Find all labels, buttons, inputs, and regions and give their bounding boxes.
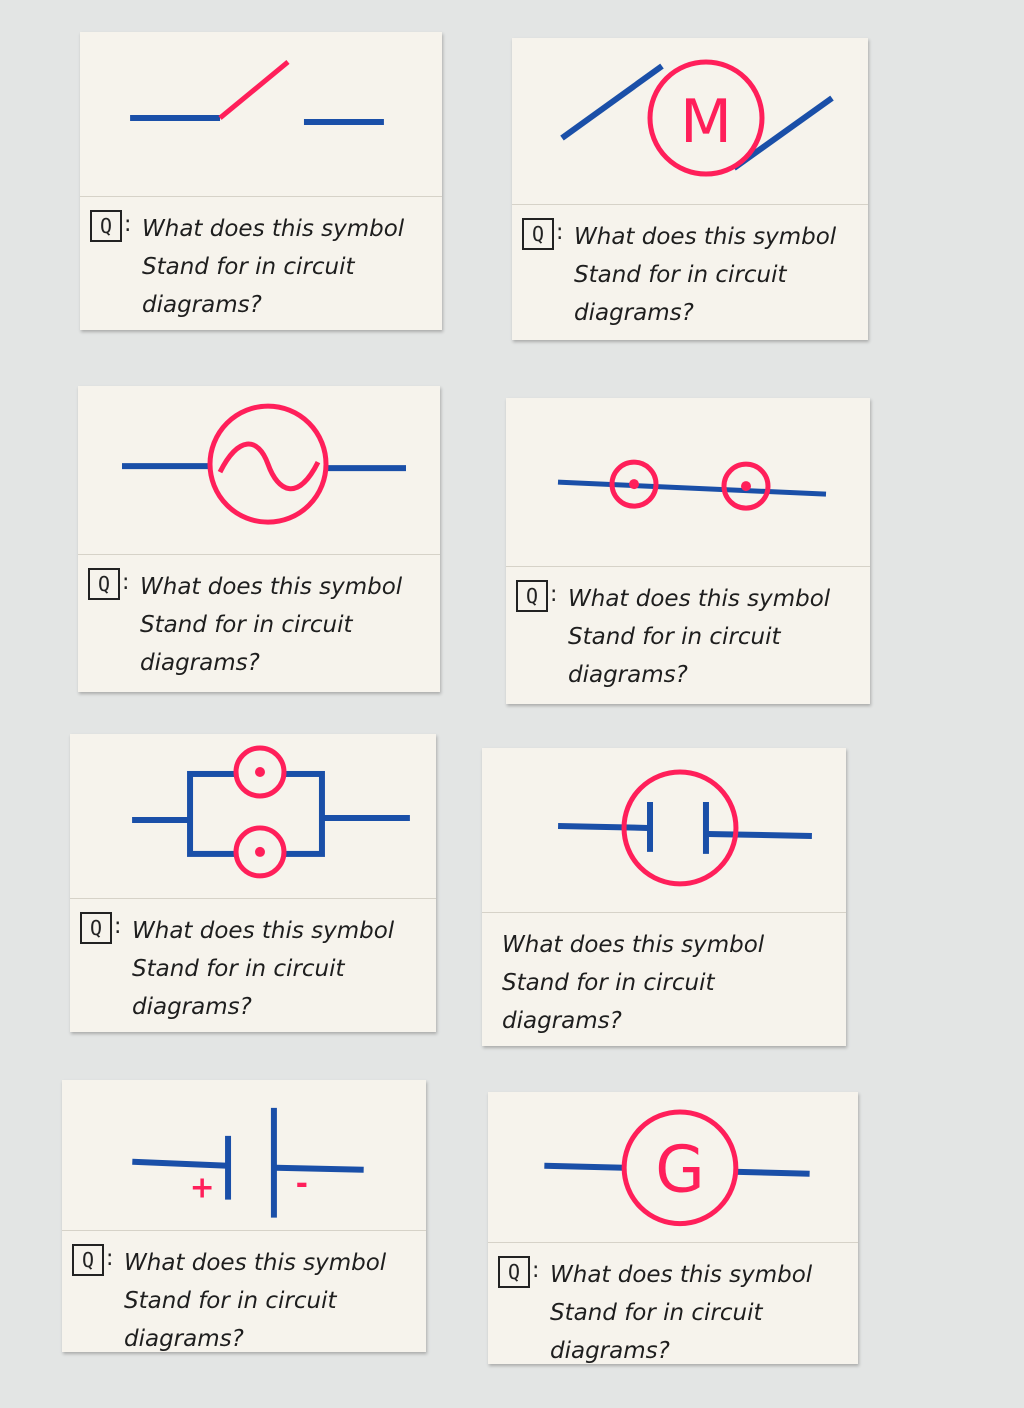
question-area: Q: What does this symbol Stand for in ci… bbox=[80, 196, 442, 330]
cell-symbol: + - bbox=[62, 1080, 426, 1231]
question-line: Stand for in circuit bbox=[568, 624, 781, 651]
question-line: What does this symbol bbox=[568, 586, 831, 613]
question-line: diagrams? bbox=[550, 1337, 670, 1364]
lamp-dot-top bbox=[254, 766, 265, 777]
lamp-dot-2 bbox=[741, 481, 751, 492]
flashcard-generator: G Q: What does this symbol Stand for in … bbox=[488, 1092, 858, 1364]
capacitor-circle bbox=[621, 769, 739, 887]
question-line: What does this symbol bbox=[550, 1261, 813, 1288]
cell-plus-sign: + bbox=[190, 1171, 215, 1206]
question-line: diagrams? bbox=[568, 662, 688, 689]
q-box: Q bbox=[522, 218, 554, 251]
question-line: What does this symbol bbox=[132, 917, 395, 944]
flashcard-lamps-parallel: Q: What does this symbol Stand for in ci… bbox=[70, 734, 436, 1032]
question-line: What does this symbol bbox=[502, 931, 765, 958]
flashcard-cell: + - Q: What does this symbol Stand for i… bbox=[62, 1080, 426, 1352]
cell-minus-sign: - bbox=[296, 1167, 308, 1202]
question-line: diagrams? bbox=[142, 291, 262, 318]
q-box: Q bbox=[90, 209, 122, 242]
generator-wire-right bbox=[733, 1168, 810, 1177]
question-area: Q: What does this symbol Stand for in ci… bbox=[488, 1242, 858, 1364]
question-line: Stand for in circuit bbox=[550, 1299, 763, 1326]
switch-symbol bbox=[80, 32, 442, 197]
motor-wire-right bbox=[732, 95, 834, 171]
lamp-dot-1 bbox=[629, 479, 639, 490]
motor-wire-left bbox=[560, 63, 664, 141]
ac-circle bbox=[207, 403, 329, 525]
question-area: Q: What does this symbol Stand for in ci… bbox=[70, 898, 436, 1032]
question-area: Q: What does this symbol Stand for in ci… bbox=[506, 566, 870, 704]
question-line: diagrams? bbox=[574, 300, 694, 327]
question-line: Stand for in circuit bbox=[502, 969, 715, 996]
question-line: What does this symbol bbox=[140, 574, 403, 601]
question-line: Stand for in circuit bbox=[142, 253, 355, 280]
cell-wire-right bbox=[275, 1164, 364, 1173]
ac-sine-wave bbox=[217, 441, 321, 492]
capacitor-wire-left bbox=[558, 822, 649, 831]
generator-letter: G bbox=[655, 1134, 704, 1208]
question-line: Stand for in circuit bbox=[132, 955, 345, 982]
question-line: What does this symbol bbox=[574, 224, 837, 251]
flashcard-ac-supply: Q: What does this symbol Stand for in ci… bbox=[78, 386, 440, 692]
question-line: What does this symbol bbox=[124, 1249, 387, 1276]
question-line: diagrams? bbox=[124, 1325, 244, 1352]
switch-lever bbox=[218, 60, 290, 120]
question-line: Stand for in circuit bbox=[140, 612, 353, 639]
lamp-circle-2 bbox=[721, 461, 771, 511]
question-area: Q: What does this symbol Stand for in ci… bbox=[62, 1230, 426, 1352]
generator-wire-left bbox=[544, 1162, 625, 1171]
question-line: Stand for in circuit bbox=[574, 262, 787, 289]
capacitor-symbol bbox=[482, 748, 846, 913]
motor-letter: M bbox=[680, 87, 732, 157]
flashcard-motor: M Q: What does this symbol Stand for in … bbox=[512, 38, 868, 340]
question-area: What does this symbol Stand for in circu… bbox=[482, 912, 846, 1046]
question-line: diagrams? bbox=[140, 650, 260, 677]
motor-symbol: M bbox=[512, 38, 868, 206]
question-area: Q: What does this symbol Stand for in ci… bbox=[78, 554, 440, 692]
lamp-dot-bottom bbox=[254, 846, 265, 857]
ac-supply-symbol bbox=[78, 386, 440, 556]
q-box: Q bbox=[516, 580, 548, 613]
question-line: diagrams? bbox=[132, 993, 252, 1020]
q-box: Q bbox=[88, 568, 120, 601]
question-line: diagrams? bbox=[502, 1007, 622, 1034]
cell-wire-left bbox=[132, 1158, 229, 1169]
lamps-parallel-symbol bbox=[70, 734, 436, 899]
capacitor-wire-right bbox=[707, 830, 812, 839]
motor-circle bbox=[647, 59, 765, 177]
lamp-circle-1 bbox=[609, 459, 659, 509]
q-box: Q bbox=[72, 1243, 104, 1276]
generator-circle bbox=[621, 1109, 739, 1227]
q-box: Q bbox=[498, 1255, 530, 1288]
lamps-series-symbol bbox=[506, 398, 870, 568]
question-line: Stand for in circuit bbox=[124, 1287, 337, 1314]
question-line: What does this symbol bbox=[142, 215, 405, 242]
series-wire bbox=[557, 479, 827, 497]
flashcard-lamps-series: Q: What does this symbol Stand for in ci… bbox=[506, 398, 870, 704]
q-box: Q bbox=[80, 911, 112, 944]
generator-symbol: G bbox=[488, 1092, 858, 1243]
flashcard-switch: Q: What does this symbol Stand for in ci… bbox=[80, 32, 442, 330]
question-area: Q: What does this symbol Stand for in ci… bbox=[512, 204, 868, 340]
flashcard-capacitor: What does this symbol Stand for in circu… bbox=[482, 748, 846, 1046]
